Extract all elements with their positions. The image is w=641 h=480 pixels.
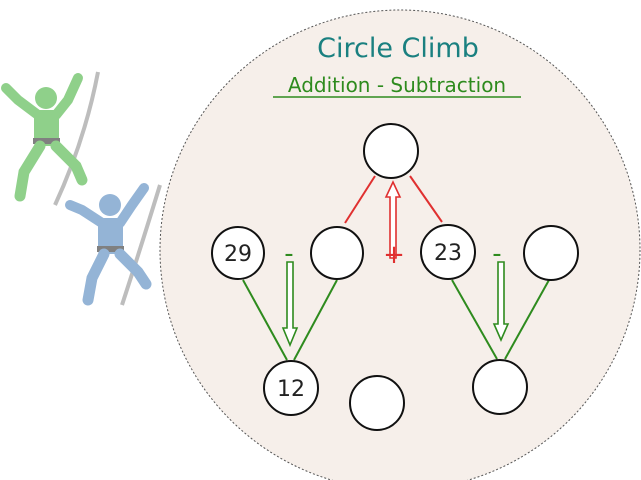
subtraction-arrow-left-icon [281, 261, 299, 348]
left-difference-circle[interactable]: 12 [263, 360, 319, 416]
left-minuend-circle[interactable]: 29 [211, 226, 265, 280]
subtraction-connector-right-b [504, 279, 550, 360]
addition-connector-left [344, 175, 376, 224]
extra-circle[interactable] [349, 375, 405, 431]
subtraction-operator-right: - [492, 239, 501, 269]
right-minuend-value: 23 [434, 241, 462, 266]
subtraction-connector-left-a [242, 279, 288, 361]
right-difference-circle[interactable] [472, 359, 528, 415]
left-subtrahend-circle[interactable] [310, 226, 364, 280]
addition-arrow-icon [384, 180, 402, 259]
climber-icon [65, 183, 162, 306]
game-subtitle: Addition - Subtraction [288, 73, 506, 97]
top-circle[interactable] [363, 123, 419, 179]
addition-connector-right [409, 175, 443, 223]
left-minuend-value: 29 [224, 242, 252, 267]
subtraction-connector-left-b [293, 279, 338, 361]
right-minuend-circle[interactable]: 23 [420, 224, 476, 280]
climber-icon [1, 71, 100, 206]
subtraction-connector-right-a [451, 279, 498, 360]
left-difference-value: 12 [277, 377, 305, 402]
right-subtrahend-circle[interactable] [523, 225, 579, 281]
game-title: Circle Climb [317, 33, 479, 64]
subtraction-operator-left: - [284, 239, 293, 269]
subtraction-arrow-right-icon [492, 261, 510, 342]
addition-operator: + [383, 240, 405, 270]
